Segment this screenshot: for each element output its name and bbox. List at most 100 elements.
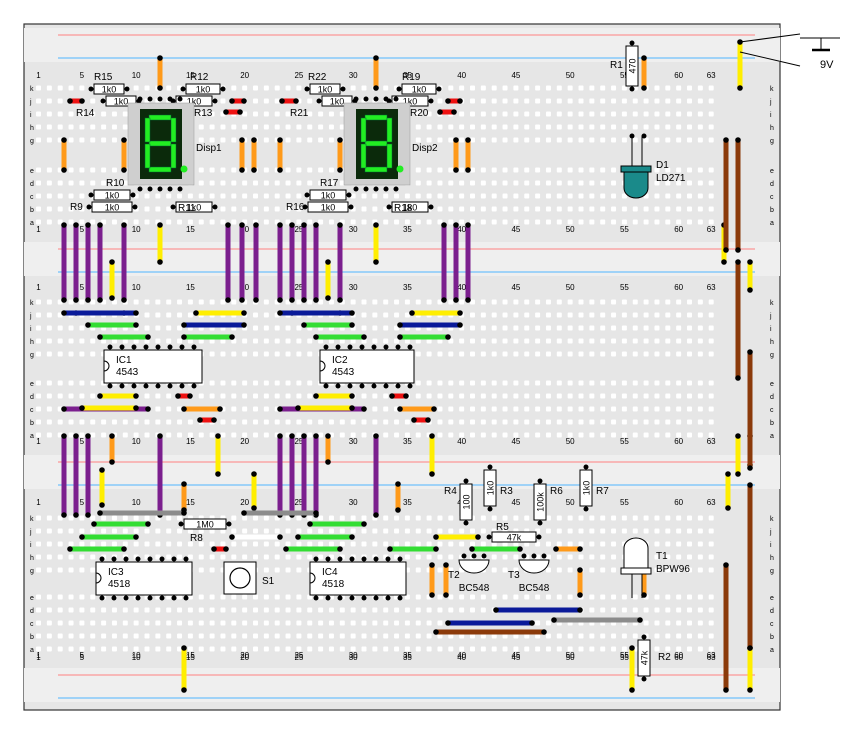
hole	[600, 180, 606, 186]
hole	[394, 541, 400, 547]
resistor-r1	[625, 45, 639, 87]
hole	[654, 554, 660, 560]
resistor-lead	[304, 86, 310, 92]
hole	[545, 193, 551, 199]
resistor-ref: R10	[106, 178, 125, 189]
hole	[46, 85, 52, 91]
hole	[676, 419, 682, 425]
column-number: 20	[240, 498, 249, 507]
hole	[36, 299, 41, 305]
wire-end	[225, 297, 231, 303]
hole	[697, 338, 703, 344]
hole	[111, 167, 117, 173]
hole	[274, 607, 280, 613]
row-letter: k	[30, 86, 34, 93]
row-letter: b	[770, 634, 774, 641]
hole	[643, 111, 649, 117]
wire-end	[325, 459, 331, 465]
hole	[187, 633, 193, 639]
hole	[687, 419, 692, 425]
hole	[567, 528, 573, 534]
hole	[296, 607, 302, 613]
column-number: 40	[457, 653, 466, 662]
hole	[133, 528, 139, 534]
hole	[556, 111, 562, 117]
hole	[187, 646, 193, 652]
wire-end	[73, 222, 79, 228]
resistor-r17	[309, 189, 347, 201]
hole	[318, 594, 324, 600]
wire-end	[61, 167, 67, 173]
wire-end	[361, 334, 367, 340]
resistor-ref: R3	[500, 486, 513, 497]
wire-end	[443, 592, 449, 598]
hole	[459, 111, 465, 117]
hole	[79, 567, 85, 573]
hole	[122, 607, 128, 613]
hole	[600, 567, 606, 573]
hole	[611, 206, 617, 212]
hole	[665, 515, 671, 521]
hole	[600, 312, 606, 318]
hole	[318, 299, 324, 305]
hole	[68, 528, 74, 534]
hole	[209, 567, 215, 573]
hole	[437, 393, 443, 399]
hole	[687, 567, 692, 573]
hole	[621, 633, 627, 639]
hole	[274, 633, 280, 639]
hole	[318, 338, 324, 344]
hole	[187, 299, 193, 305]
hole	[79, 338, 85, 344]
wire-end	[301, 222, 307, 228]
wire-end	[429, 433, 435, 439]
phototransistor-flange	[620, 567, 652, 575]
hole	[177, 219, 183, 225]
hole	[600, 98, 606, 104]
hole	[36, 351, 41, 357]
resistor-r15	[93, 83, 125, 95]
hole	[46, 338, 52, 344]
hole	[480, 515, 486, 521]
hole	[274, 419, 280, 425]
wire-end	[325, 295, 331, 301]
hole	[589, 567, 595, 573]
hole	[253, 515, 258, 521]
hole	[394, 193, 400, 199]
hole	[513, 541, 519, 547]
hole	[383, 541, 389, 547]
hole	[46, 406, 52, 412]
hole	[285, 554, 291, 560]
hole	[263, 111, 269, 117]
hole	[513, 206, 519, 212]
resistor-r12	[185, 83, 221, 95]
hole	[328, 338, 334, 344]
hole	[263, 325, 269, 331]
hole	[448, 567, 454, 573]
hole	[155, 633, 161, 639]
hole	[155, 193, 161, 199]
hole	[589, 193, 595, 199]
ic-part: 4518	[322, 579, 345, 590]
wire-end	[577, 567, 583, 573]
hole	[480, 528, 486, 534]
resistor-lead	[386, 204, 392, 210]
hole	[545, 98, 551, 104]
wire-end	[629, 687, 635, 693]
hole	[665, 620, 671, 626]
wire-end	[251, 137, 257, 143]
hole	[328, 515, 334, 521]
hole	[437, 419, 443, 425]
hole	[187, 219, 193, 225]
hole	[643, 515, 649, 521]
hole	[318, 419, 324, 425]
wire-end	[241, 510, 247, 516]
hole	[133, 432, 139, 438]
column-number: 25	[294, 225, 303, 234]
hole	[426, 646, 432, 652]
hole	[46, 419, 52, 425]
hole	[491, 515, 497, 521]
wire-end	[73, 512, 79, 518]
hole	[524, 167, 530, 173]
column-number: 25	[294, 498, 303, 507]
